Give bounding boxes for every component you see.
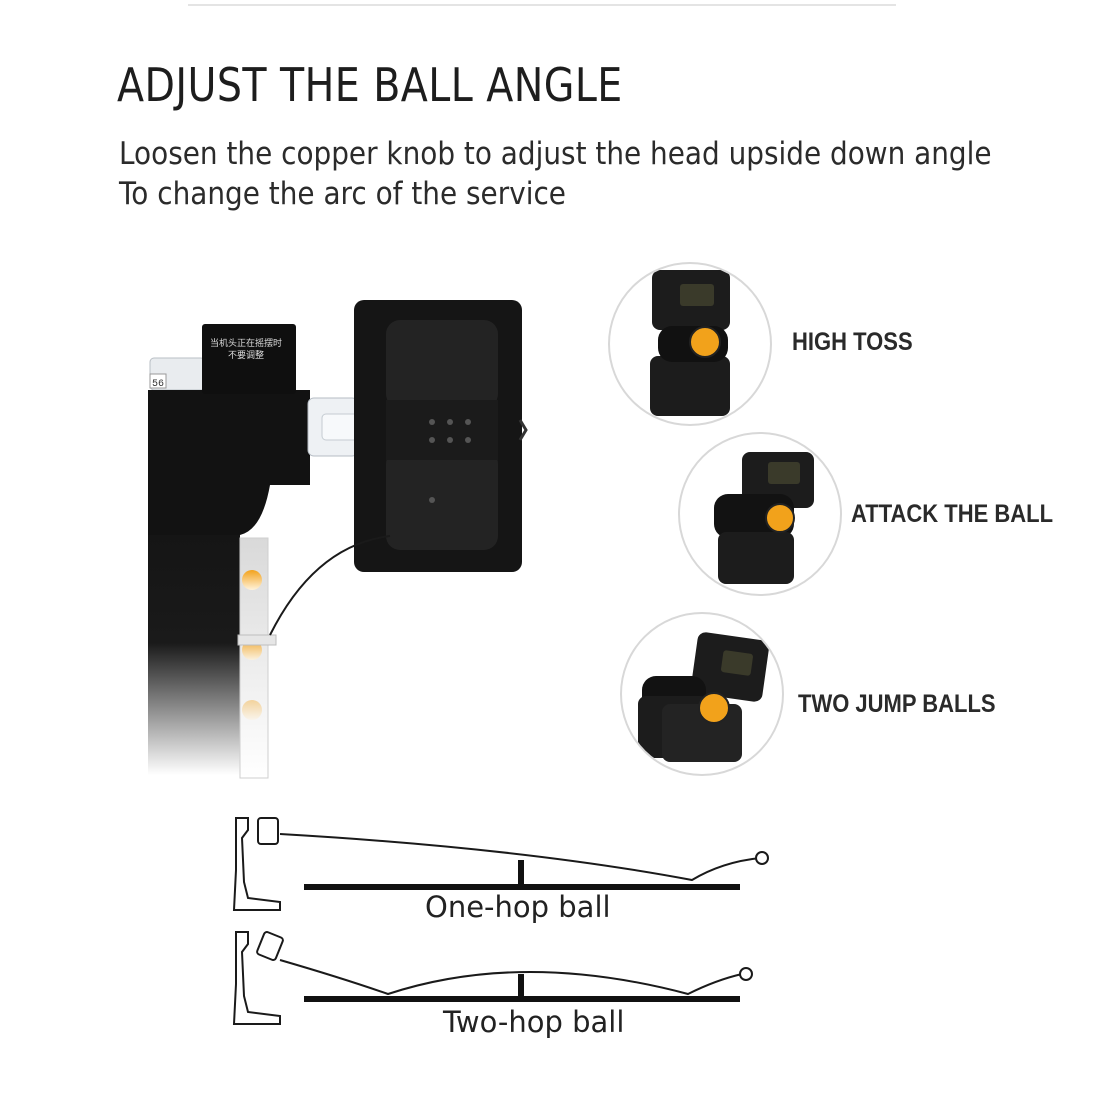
counter-text: 56 <box>152 379 164 390</box>
attack-ball-image <box>678 432 842 596</box>
description-line-2: To change the arc of the service <box>119 176 566 212</box>
attack-ball-label: ATTACK THE BALL <box>851 500 1054 528</box>
trajectory-diagram <box>232 817 769 1025</box>
sticker-line-2: 不要调整 <box>228 349 264 361</box>
sticker-line-1: 当机头正在摇摆时 <box>210 337 282 349</box>
one-hop-label: One-hop ball <box>425 890 611 924</box>
two-jump-balls-image <box>620 612 784 776</box>
two-hop-label: Two-hop ball <box>443 1005 625 1039</box>
top-divider <box>188 4 896 6</box>
description-line-1: Loosen the copper knob to adjust the hea… <box>119 136 992 172</box>
high-toss-image <box>608 262 772 426</box>
two-jump-balls-label: TWO JUMP BALLS <box>798 690 996 718</box>
ball-machine-image: 56 当机头正在摇摆时 不要调整 <box>148 300 528 779</box>
description: Loosen the copper knob to adjust the hea… <box>119 134 992 214</box>
page-title: ADJUST THE BALL ANGLE <box>117 58 623 112</box>
high-toss-label: HIGH TOSS <box>792 328 913 356</box>
